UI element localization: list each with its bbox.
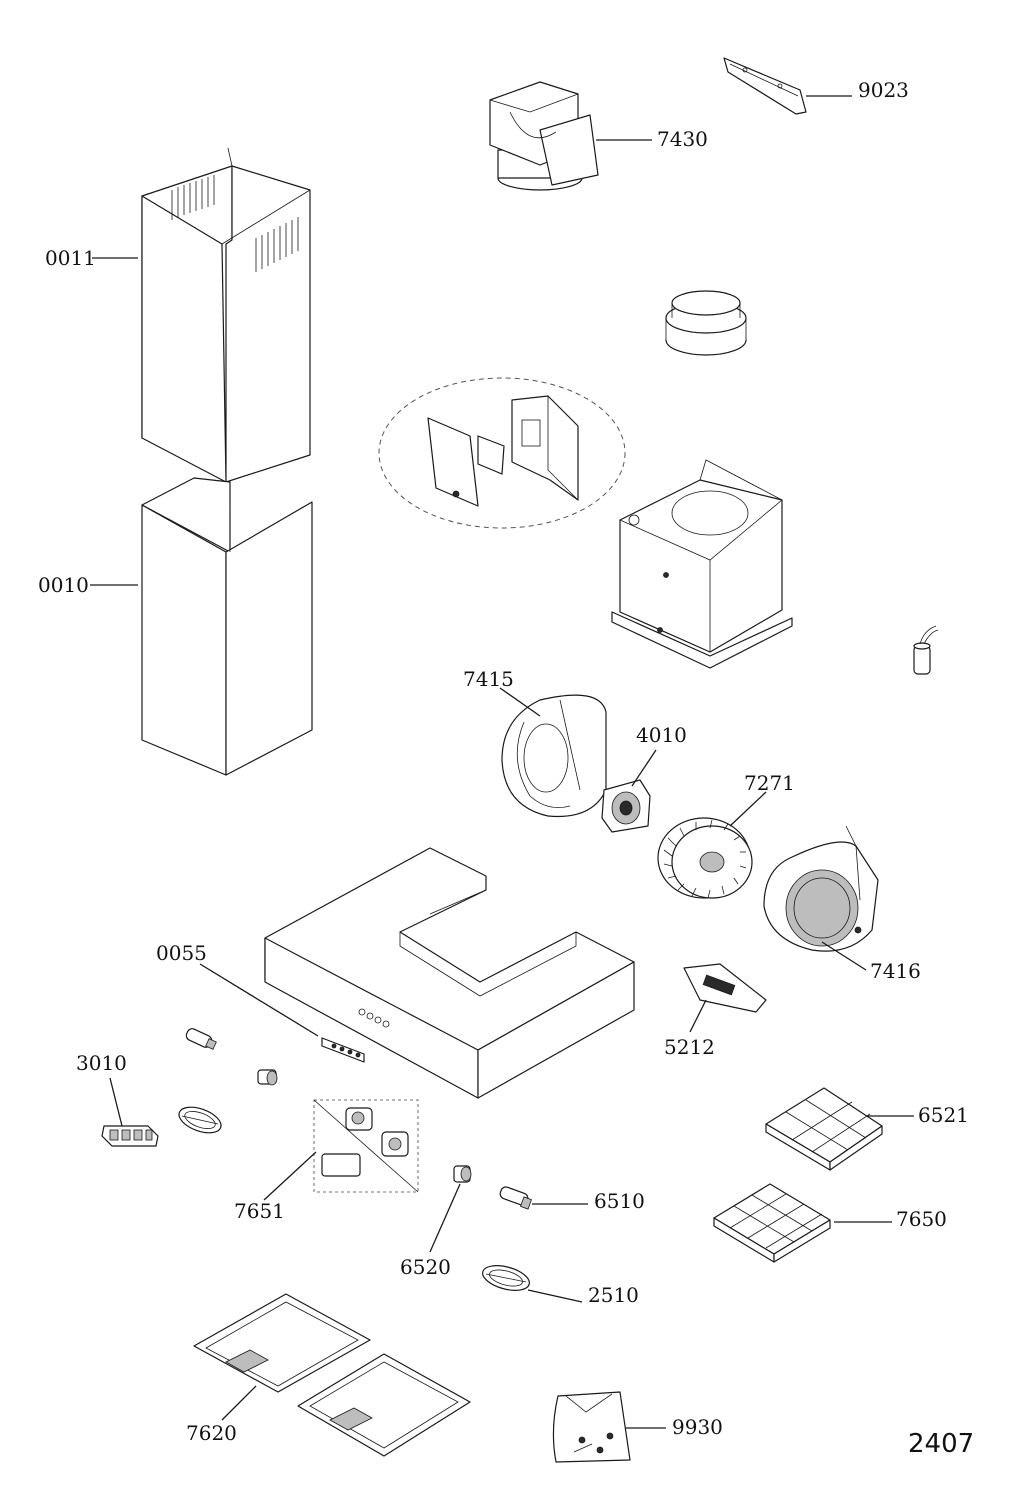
hood-body-part [264,847,635,1099]
label-4010: 4010 [636,723,687,747]
air-outlet-part [489,81,599,191]
fan-impeller-part [657,817,753,899]
label-5212: 5212 [664,1035,715,1059]
fan-housing-left-part [501,694,607,818]
fan-motor-part [601,779,651,833]
light-cover-part [482,1265,530,1291]
mounting-bracket-part [723,57,807,115]
label-7651: 6521 [918,1103,969,1127]
light-cover-ring-part [178,1106,222,1134]
grease-filter-part [193,1293,471,1457]
label-0055: 0055 [156,941,207,965]
label-9930: 9930 [672,1415,723,1439]
capacitor-part [913,625,939,675]
label-6510: 6510 [594,1189,645,1213]
lower-chimney-part [141,477,313,776]
lamp-holder-part [257,1069,278,1086]
electronics-housing-part [427,395,579,507]
motor-box-part [611,459,793,669]
label-7415: 7415 [463,667,514,691]
small-bulb-part [185,1028,217,1050]
electronics-group-outline [378,377,626,529]
label-7430: 7430 [657,127,708,151]
label-6520: 6520 [400,1255,451,1279]
label-0011: 0011 [45,246,96,270]
label-3010: 3010 [76,1051,127,1075]
fan-housing-right-part [763,825,879,952]
round-duct-connector-part [665,290,747,356]
label-7271: 7271 [744,771,795,795]
carbon-filter-part [713,1183,831,1263]
light-holder-part [683,963,767,1013]
bulb-socket-part [453,1165,472,1183]
upper-chimney-part [141,147,311,483]
diagram-code: 2407 [908,1429,974,1459]
label-2510: 2510 [588,1283,639,1307]
transformer-group-box [313,1099,419,1193]
carbon-filter-frame-part [765,1087,883,1171]
control-panel-part [321,1037,365,1063]
label-6521: 7651 [234,1199,285,1223]
label-7416: 7416 [870,959,921,983]
halogen-bulb-part [499,1186,532,1210]
label-7620: 7620 [186,1421,237,1445]
label-9023: 9023 [858,78,909,102]
switch-block-part [101,1125,159,1147]
label-7650: 7650 [896,1207,947,1231]
transformer-part [321,1107,409,1177]
label-0010: 0010 [38,573,89,597]
accessory-bag-part [552,1391,631,1463]
